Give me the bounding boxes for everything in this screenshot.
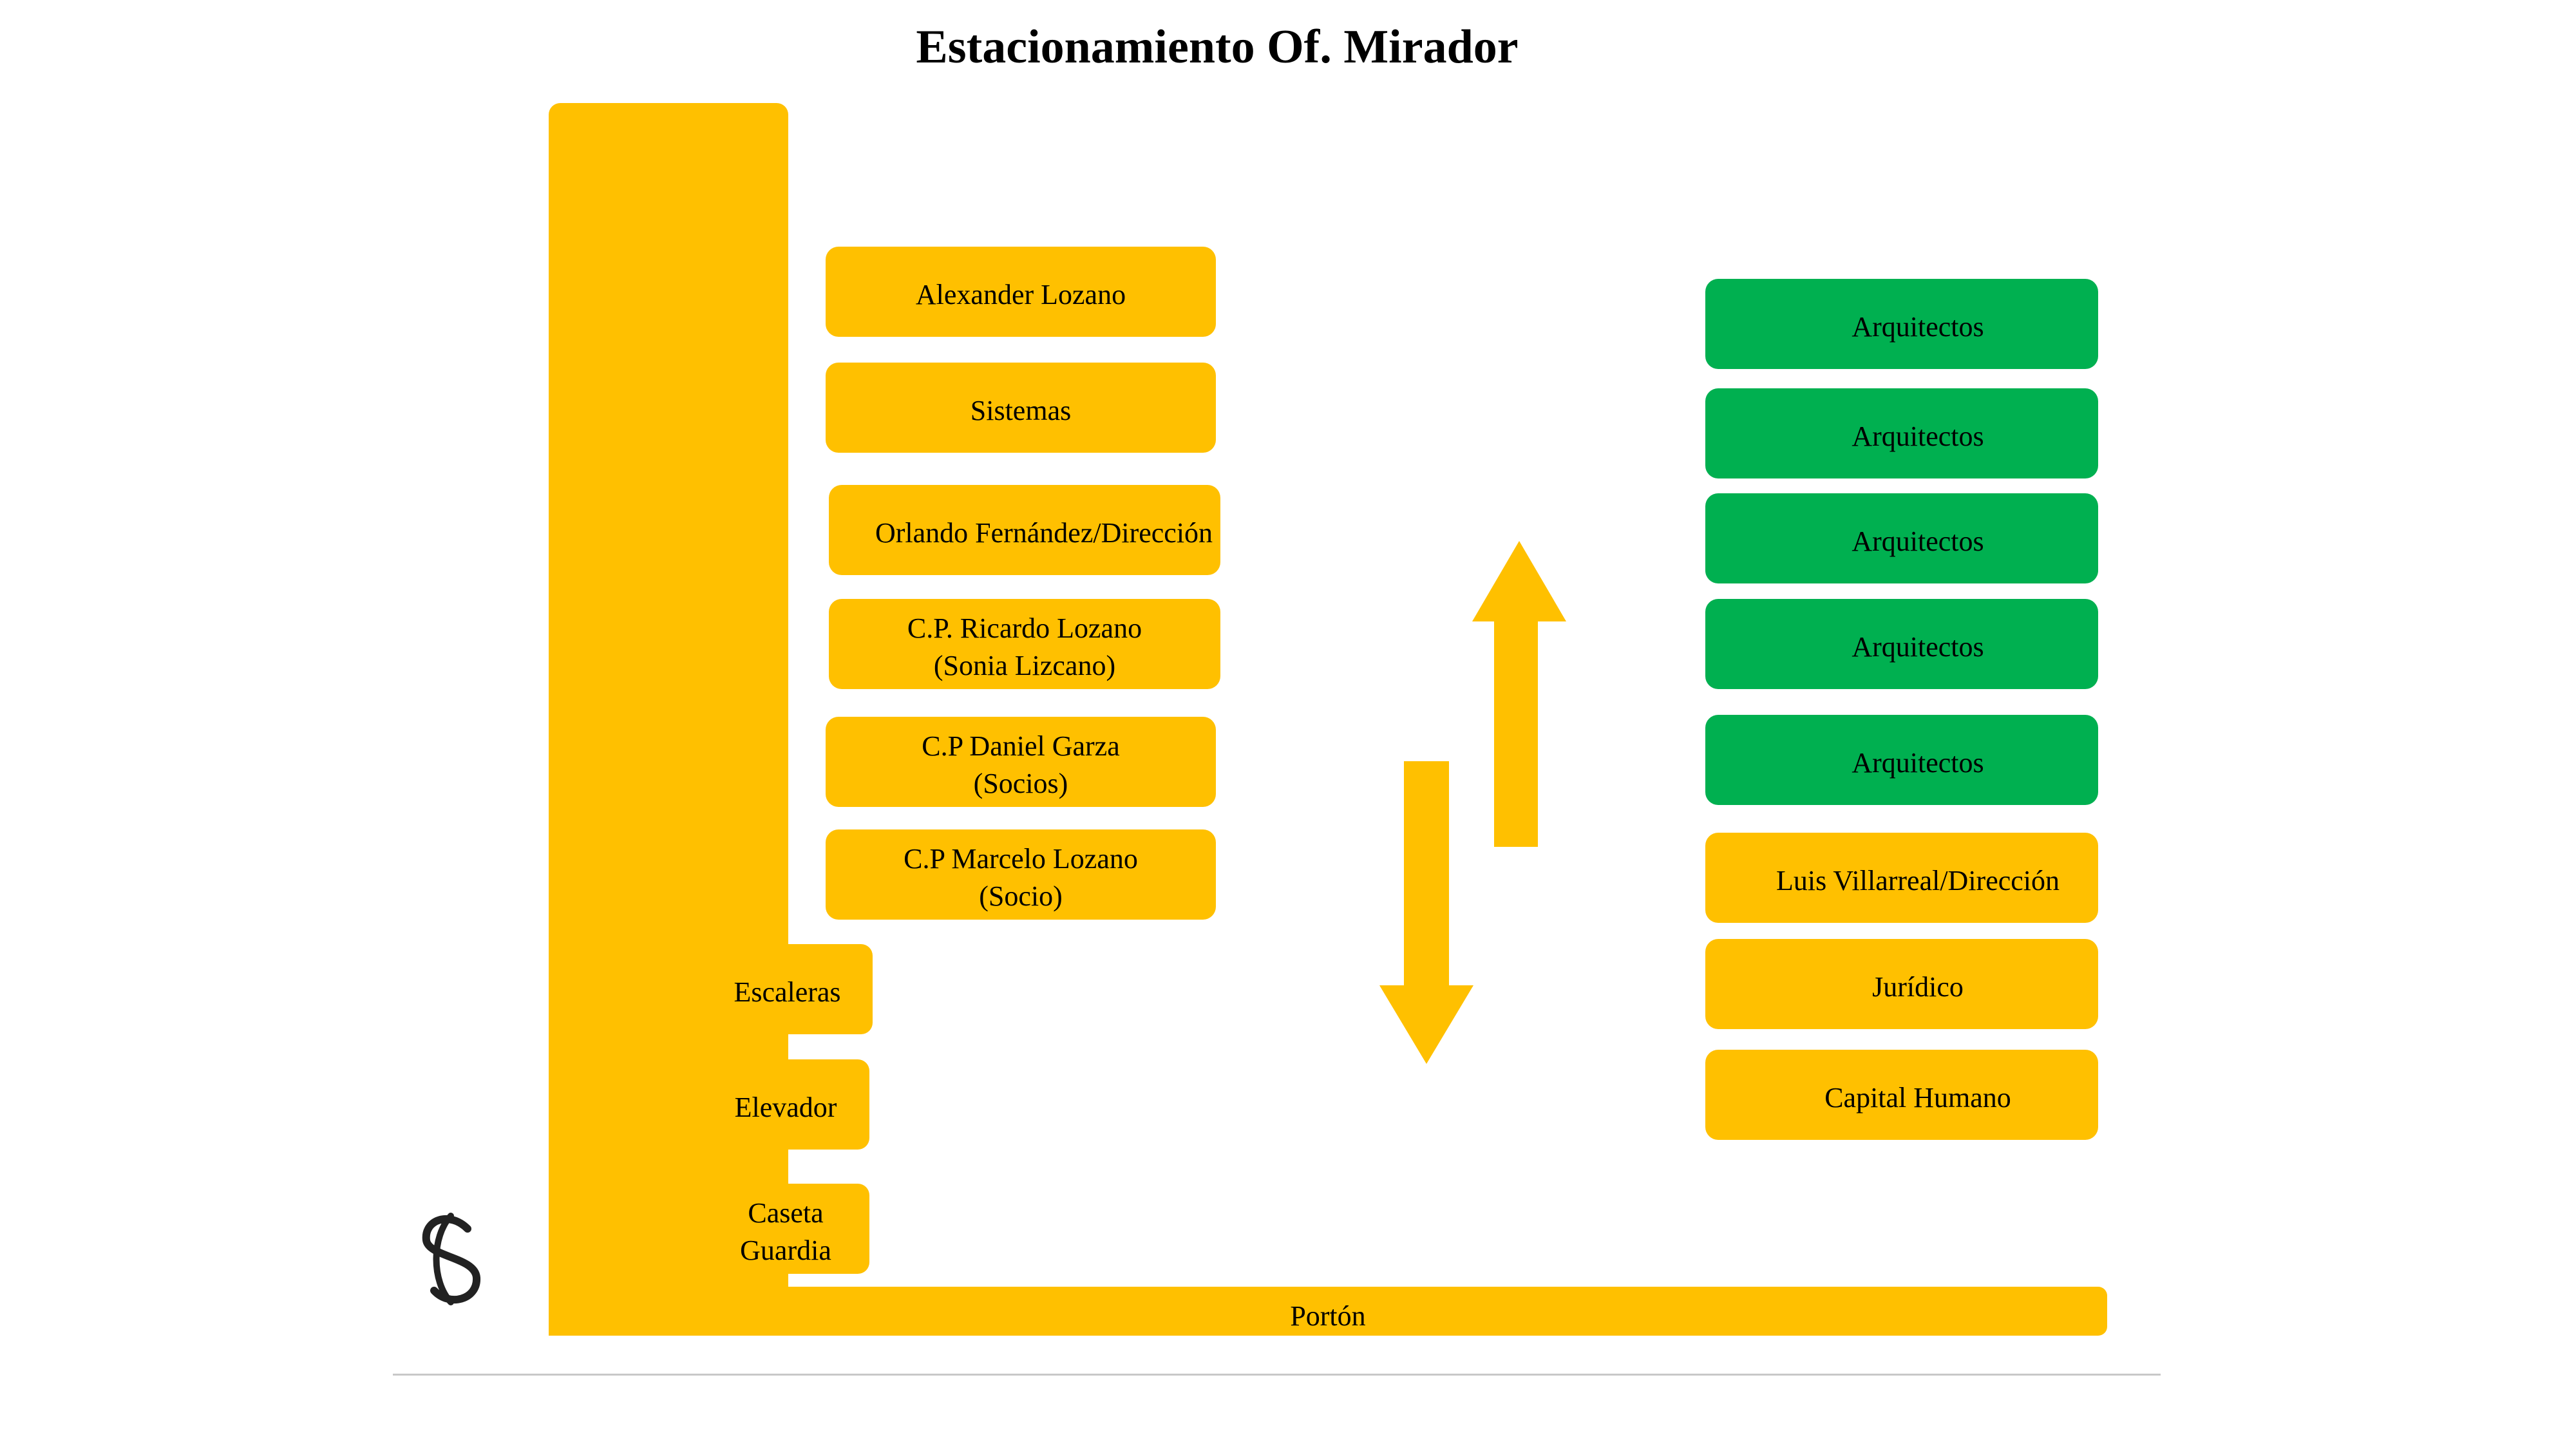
spot-label: Luis Villarreal/Dirección (1776, 865, 2060, 896)
facility-label-line1: Caseta (748, 1197, 824, 1229)
spot-label: Arquitectos (1852, 311, 1984, 343)
spot-label: Jurídico (1872, 971, 1964, 1003)
parking-spot-ricardo-lozano: C.P. Ricardo Lozano (Sonia Lizcano) (829, 599, 1220, 689)
parking-spot-alexander-lozano: Alexander Lozano (826, 247, 1216, 337)
gate-label: Portón (1290, 1300, 1366, 1332)
parking-spot-orlando-fernandez: Orlando Fernández/Dirección (829, 485, 1220, 575)
bottom-divider (393, 1374, 2161, 1376)
spot-label: Orlando Fernández/Dirección (875, 517, 1213, 549)
gate-porton: Portón (549, 1287, 2107, 1336)
up-arrow-icon (1472, 541, 1566, 847)
spot-label-line1: C.P. Ricardo Lozano (907, 612, 1142, 644)
parking-spot-arquitectos-4: Arquitectos (1705, 599, 2098, 689)
spot-label: Sistemas (970, 395, 1072, 426)
spot-label: Alexander Lozano (915, 279, 1126, 310)
parking-spot-capital-humano: Capital Humano (1705, 1050, 2098, 1140)
parking-spot-marcelo-lozano: C.P Marcelo Lozano (Socio) (826, 829, 1216, 920)
spot-label-line2: (Socios) (973, 768, 1068, 799)
parking-spot-luis-villarreal: Luis Villarreal/Dirección (1705, 833, 2098, 923)
building-wall (549, 103, 788, 1334)
spot-label: Capital Humano (1824, 1082, 2011, 1113)
spot-label: Arquitectos (1852, 526, 1984, 557)
facility-caseta-guardia: Caseta Guardia (702, 1184, 869, 1274)
parking-spot-daniel-garza: C.P Daniel Garza (Socios) (826, 717, 1216, 807)
facility-elevador: Elevador (702, 1059, 869, 1150)
facility-label: Elevador (734, 1092, 837, 1123)
facility-label: Escaleras (734, 976, 841, 1008)
parking-spot-arquitectos-1: Arquitectos (1705, 279, 2098, 369)
spot-label-line1: C.P Marcelo Lozano (904, 843, 1138, 875)
s-logo-icon (422, 1213, 480, 1305)
facility-escaleras: Escaleras (702, 944, 873, 1034)
spot-label: Arquitectos (1852, 421, 1984, 452)
diagram-title: Estacionamiento Of. Mirador (916, 21, 1519, 73)
spot-label-line2: (Sonia Lizcano) (933, 650, 1116, 681)
parking-spot-arquitectos-3: Arquitectos (1705, 493, 2098, 583)
down-arrow-icon (1379, 761, 1473, 1064)
parking-spot-juridico: Jurídico (1705, 939, 2098, 1029)
parking-spot-arquitectos-2: Arquitectos (1705, 388, 2098, 478)
facility-label-line2: Guardia (740, 1235, 831, 1266)
parking-spot-arquitectos-5: Arquitectos (1705, 715, 2098, 805)
parking-spot-sistemas: Sistemas (826, 363, 1216, 453)
spot-label-line2: (Socio) (979, 880, 1063, 912)
spot-label-line1: C.P Daniel Garza (922, 730, 1120, 762)
spot-label: Arquitectos (1852, 631, 1984, 663)
spot-label: Arquitectos (1852, 747, 1984, 779)
